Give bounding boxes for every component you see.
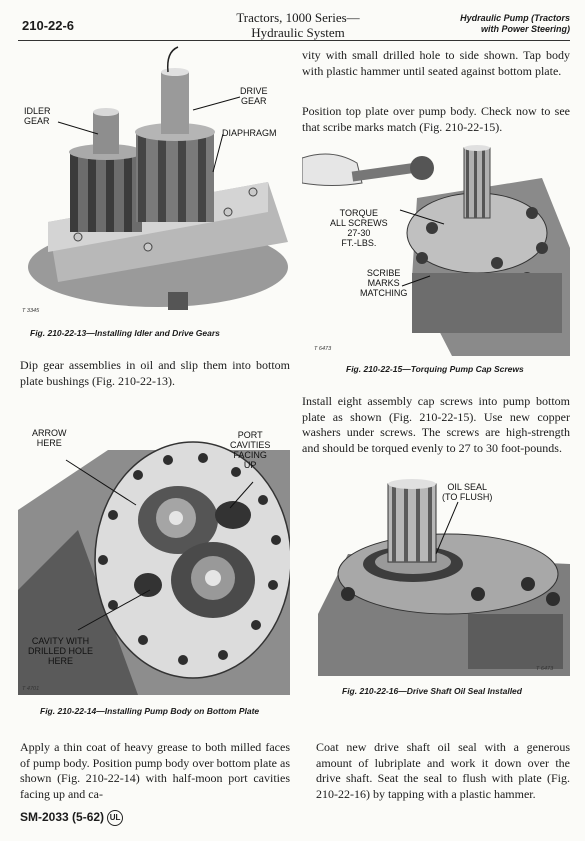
fig16-seal-label: OIL SEAL (TO FLUSH) <box>442 482 493 502</box>
fig15-caption: Fig. 210-22-15—Torquing Pump Cap Screws <box>346 364 524 374</box>
header-rule <box>18 40 570 41</box>
section-title-line1: Hydraulic Pump (Tractors <box>460 13 570 23</box>
paragraph-coat-seal: Coat new drive shaft oil seal with a gen… <box>316 740 570 801</box>
page-code: 210-22-6 <box>22 18 75 33</box>
fig14-photo <box>18 420 290 695</box>
fig14-number: T 4701 <box>22 686 40 692</box>
page-title: Tractors, 1000 Series— Hydraulic System <box>208 10 388 40</box>
fig13-diaphragm-label: DIAPHRAGM <box>222 128 277 138</box>
paragraph-install-screws: Install eight assembly cap screws into p… <box>302 394 570 455</box>
fig14-port-label: PORT CAVITIES FACING UP <box>230 430 271 470</box>
fig16-caption: Fig. 210-22-16—Drive Shaft Oil Seal Inst… <box>342 686 522 696</box>
fig14-cavity-label: CAVITY WITH DRILLED HOLE HERE <box>28 636 94 666</box>
fig13-drive-label: DRIVE GEAR <box>240 86 268 106</box>
footer-code-text: SM-2033 (5-62) <box>20 810 105 825</box>
page-title-line2: Hydraulic System <box>251 25 345 40</box>
fig13-idler-label: IDLER GEAR <box>24 106 51 126</box>
paragraph-dip-gears: Dip gear assemblies in oil and slip them… <box>20 358 290 388</box>
paragraph-top-plate: Position top plate over pump body. Check… <box>302 104 570 134</box>
paragraph-apply-grease: Apply a thin coat of heavy grease to bot… <box>20 740 290 801</box>
fig16-number: T 6473 <box>536 666 554 672</box>
fig13-number: T 3345 <box>22 308 40 314</box>
fig16-photo <box>318 474 570 676</box>
fig15-photo <box>302 138 570 356</box>
fig15-scribe-label: SCRIBE MARKS MATCHING <box>360 268 408 298</box>
section-title-line2: with Power Steering) <box>480 24 570 34</box>
union-label-seal: UL <box>107 810 124 826</box>
fig15-number: T 6473 <box>314 346 332 352</box>
fig13-photo <box>18 42 290 314</box>
fig15-torque-label: TORQUE ALL SCREWS 27-30 FT.-LBS. <box>330 208 388 248</box>
section-title: Hydraulic Pump (Tractors with Power Stee… <box>440 13 570 35</box>
page-title-line1: Tractors, 1000 Series— <box>236 10 360 25</box>
paragraph-cavity-continued: vity with small drilled hole to side sho… <box>302 48 570 78</box>
fig14-arrow-label: ARROW HERE <box>32 428 67 448</box>
fig14-caption: Fig. 210-22-14—Installing Pump Body on B… <box>40 706 260 716</box>
fig13-caption: Fig. 210-22-13—Installing Idler and Driv… <box>30 328 220 338</box>
footer-code: SM-2033 (5-62)UL <box>20 810 124 826</box>
